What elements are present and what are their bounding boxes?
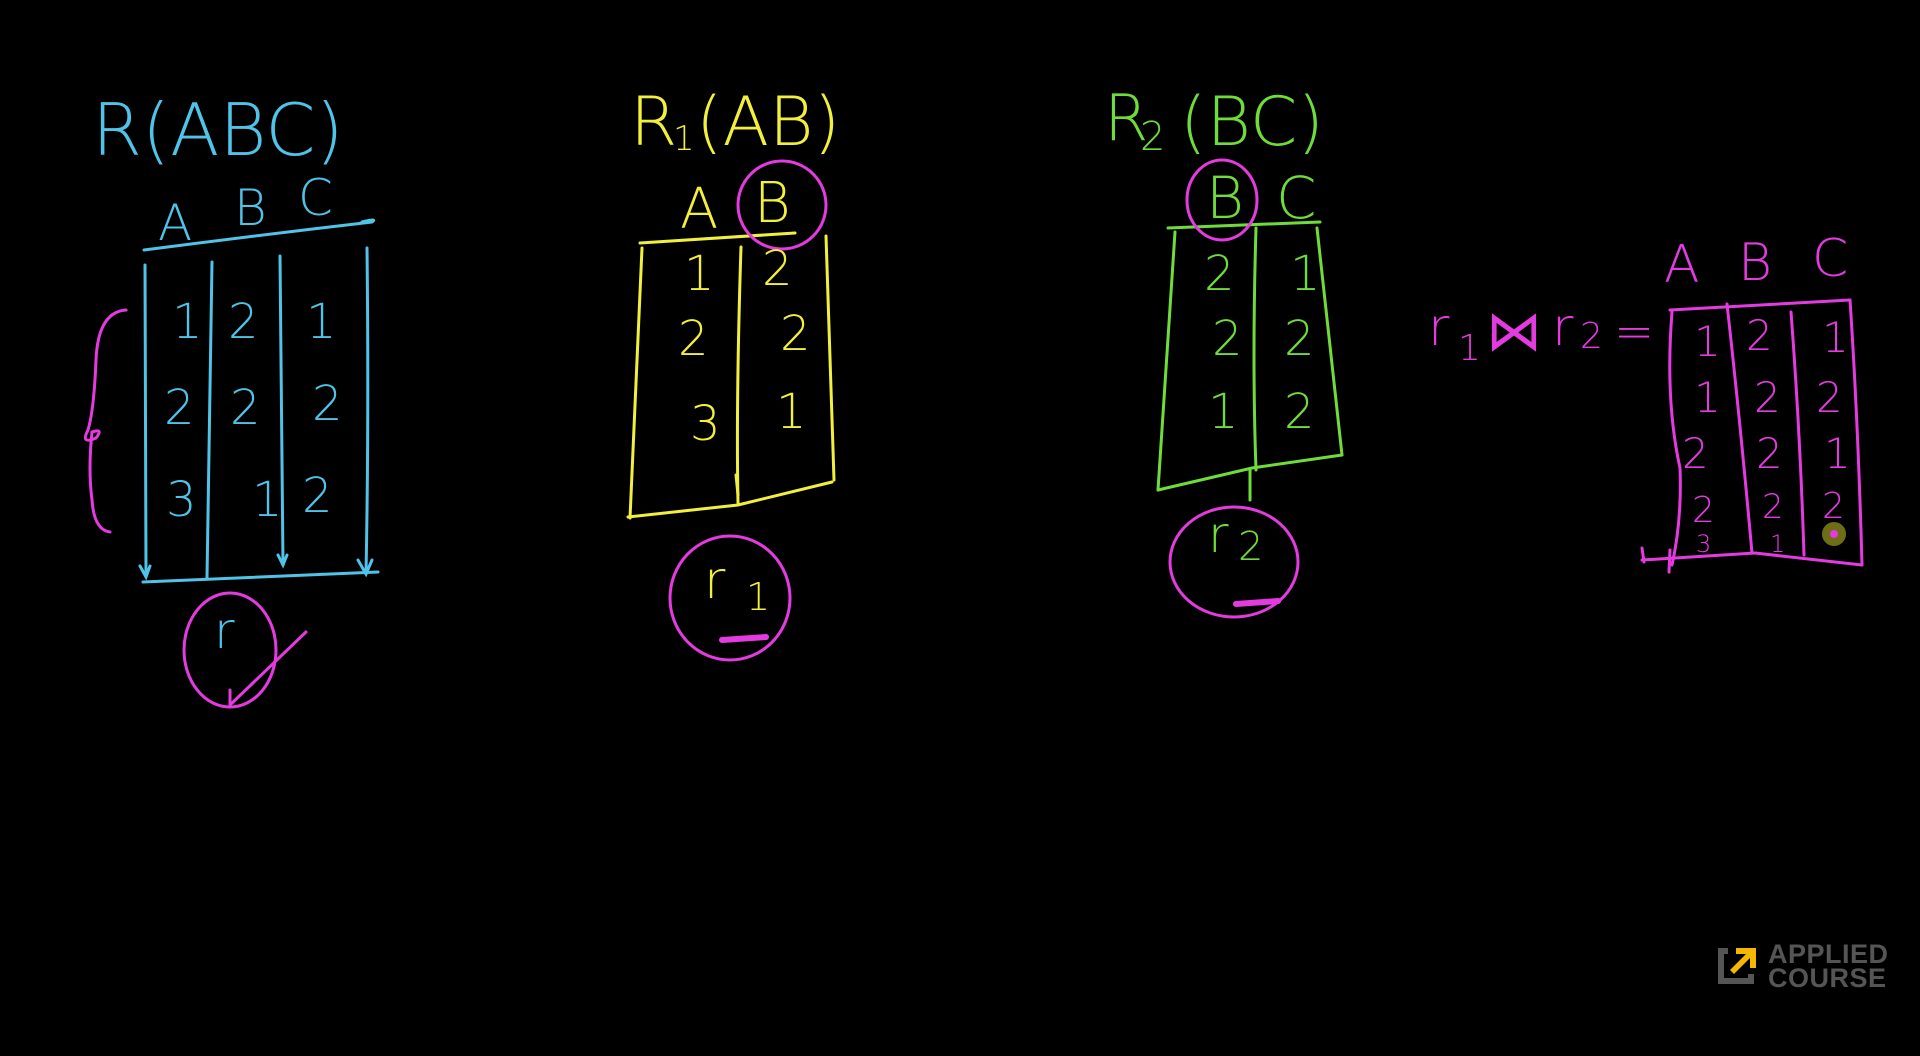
logo-mark-icon	[1714, 942, 1762, 990]
svg-text:r: r	[1552, 298, 1574, 358]
svg-text:(AB): (AB)	[696, 83, 840, 162]
svg-text:2: 2	[1580, 316, 1603, 357]
cell: 2	[164, 380, 195, 436]
svg-text:r: r	[704, 551, 726, 611]
cell: 2	[762, 241, 793, 297]
cell: 2	[1816, 373, 1843, 422]
instance-r1-label: r 1	[704, 551, 770, 619]
cell: 2	[1284, 311, 1315, 367]
logo-line1: APPLIED	[1768, 939, 1889, 969]
circled-header-b	[736, 159, 828, 251]
cell: 1	[252, 472, 283, 528]
header-a: A	[158, 194, 192, 252]
cell: 2	[1212, 311, 1243, 367]
cell: 1	[1290, 246, 1321, 302]
relation-r2-headers: B C	[1206, 164, 1317, 232]
svg-text:r: r	[1208, 506, 1229, 564]
cell: 2	[678, 311, 709, 367]
header-b: B	[1738, 233, 1772, 293]
instance-r2-circle	[1168, 505, 1300, 619]
relation-r1-headers: A B	[680, 171, 791, 242]
check-mark-icon	[228, 630, 308, 709]
cell: 2	[302, 468, 333, 524]
circled-header-b	[1185, 158, 1259, 242]
header-b: B	[234, 179, 267, 237]
svg-text:1: 1	[746, 575, 770, 619]
relation-r-group	[138, 218, 380, 584]
header-c: C	[1276, 164, 1317, 232]
svg-text:2: 2	[1238, 524, 1263, 570]
join-table-lines	[1640, 298, 1864, 574]
instance-r-label: r	[214, 602, 235, 660]
cell: 1	[172, 294, 203, 350]
svg-text:R: R	[630, 83, 677, 162]
cell: 1	[684, 246, 715, 302]
cell: 1	[1822, 313, 1849, 362]
cell: 1	[1824, 429, 1851, 478]
cell: 2	[1762, 487, 1784, 527]
relation-r2-title: R 2 (BC)	[1104, 82, 1324, 162]
svg-text:2: 2	[1140, 114, 1165, 160]
instance-r2-label: r 2	[1208, 506, 1263, 570]
brace-annotation	[83, 308, 128, 534]
cell: 2	[1754, 373, 1781, 422]
cell: 2	[1692, 490, 1715, 531]
header-a: A	[1664, 235, 1700, 295]
join-cells: 1 2 1 1 2 2 2 2 1 2 2 2 3 1	[1682, 311, 1851, 558]
svg-text:1: 1	[1458, 328, 1481, 369]
cell: 2	[1284, 384, 1315, 440]
join-expression: r 1 ⋈ r 2 =	[1428, 298, 1654, 369]
relation-r-title: R(ABC)	[92, 88, 344, 172]
instance-r1-circle	[668, 534, 792, 662]
cell: 1	[776, 384, 807, 440]
cell: 1	[1694, 373, 1721, 422]
cell: 2	[1682, 429, 1709, 478]
cell: 1	[1208, 384, 1239, 440]
cell: 3	[1696, 530, 1711, 558]
header-b: B	[1206, 164, 1244, 232]
relation-r2-cells: 2 1 2 2 1 2	[1204, 246, 1321, 440]
svg-text:R: R	[1104, 82, 1148, 156]
svg-text:=: =	[1614, 304, 1654, 360]
relation-r1-group	[626, 231, 836, 520]
header-a: A	[680, 177, 718, 242]
header-b: B	[754, 171, 791, 236]
cell: 2	[1204, 246, 1235, 302]
cell: 2	[230, 380, 261, 436]
cell: 1	[1694, 317, 1721, 366]
relation-r1-title: R 1 (AB)	[630, 83, 840, 162]
relation-r1-cells: 1 2 2 2 3 1	[678, 241, 811, 452]
header-c: C	[298, 169, 333, 227]
underline-mark	[1233, 598, 1281, 607]
svg-text:(BC): (BC)	[1180, 83, 1324, 162]
cell: 1	[306, 294, 337, 350]
svg-text:r: r	[1428, 298, 1450, 358]
svg-text:⋈: ⋈	[1486, 299, 1542, 364]
logo-line2: COURSE	[1768, 963, 1887, 993]
cell: 3	[690, 396, 721, 452]
relation-r2-group	[1156, 220, 1344, 502]
cell: 2	[1746, 311, 1773, 360]
cell: 1	[1770, 530, 1785, 558]
header-c: C	[1812, 229, 1848, 289]
relation-r-headers: A B C	[158, 169, 333, 252]
applied-course-logo: APPLIED COURSE	[1714, 938, 1894, 994]
cell: 2	[1822, 486, 1845, 527]
join-headers: A B C	[1664, 229, 1848, 295]
cell: 2	[1756, 429, 1783, 478]
cell: 2	[312, 376, 343, 432]
cell: 3	[166, 472, 197, 528]
relation-r-cells: 1 2 1 2 2 2 3 1 2	[164, 294, 343, 528]
pen-cursor-dot	[1830, 530, 1838, 538]
underline-mark	[719, 634, 769, 643]
cell: 2	[228, 294, 259, 350]
cell: 2	[780, 306, 811, 362]
svg-text:1: 1	[673, 119, 695, 159]
